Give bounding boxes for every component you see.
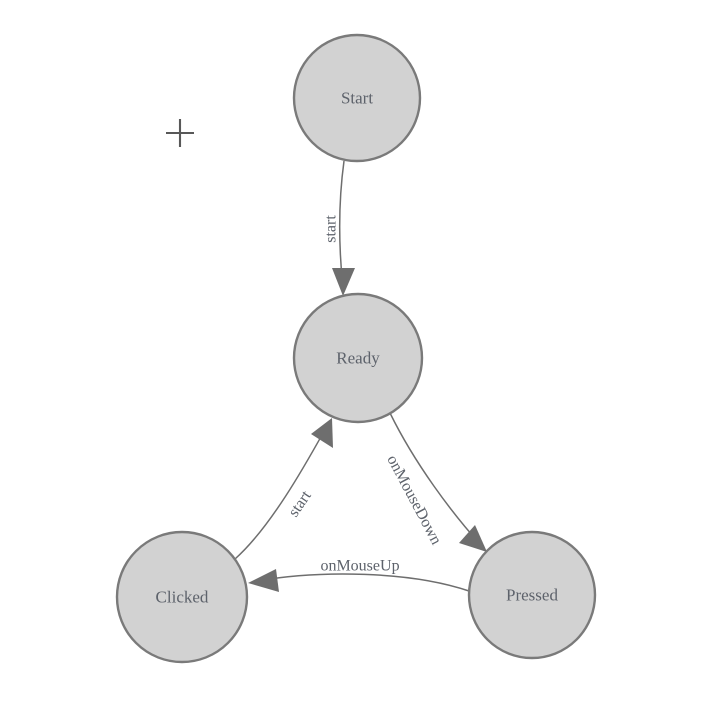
node-pressed-circle <box>467 530 597 660</box>
node-clicked-circle <box>115 530 249 664</box>
edge-label-clicked-to-ready: start <box>285 487 315 520</box>
edge-clicked-to-ready-arrowhead <box>311 418 333 448</box>
edge-pressed-to-clicked-arrowhead <box>248 569 279 592</box>
edge-start-to-ready[interactable]: start <box>323 160 356 296</box>
edge-label-pressed-to-clicked: onMouseUp <box>320 558 399 575</box>
edge-ready-to-pressed-arrowhead <box>459 525 487 552</box>
edge-pressed-to-clicked-path <box>256 573 470 592</box>
edge-start-to-ready-arrowhead <box>332 268 355 296</box>
node-ready-label: Ready <box>336 349 380 368</box>
edge-pressed-to-clicked[interactable]: onMouseUp <box>248 558 470 593</box>
node-clicked[interactable]: Clicked <box>115 530 249 664</box>
node-start-label: Start <box>341 89 373 108</box>
edge-label-start-to-ready: start <box>323 215 340 243</box>
node-start[interactable]: Start <box>292 33 422 163</box>
node-ready[interactable]: Ready <box>292 292 424 424</box>
node-clicked-label: Clicked <box>156 588 209 607</box>
edge-clicked-to-ready[interactable]: start <box>234 418 333 560</box>
edge-ready-to-pressed[interactable]: onMouseDown <box>383 412 487 552</box>
edge-label-ready-to-pressed: onMouseDown <box>383 452 444 547</box>
node-start-circle <box>292 33 422 163</box>
node-pressed-label: Pressed <box>506 586 558 605</box>
crosshair-icon[interactable] <box>166 119 194 147</box>
edge-clicked-to-ready-path <box>234 425 328 560</box>
node-ready-circle <box>292 292 424 424</box>
node-pressed[interactable]: Pressed <box>467 530 597 660</box>
